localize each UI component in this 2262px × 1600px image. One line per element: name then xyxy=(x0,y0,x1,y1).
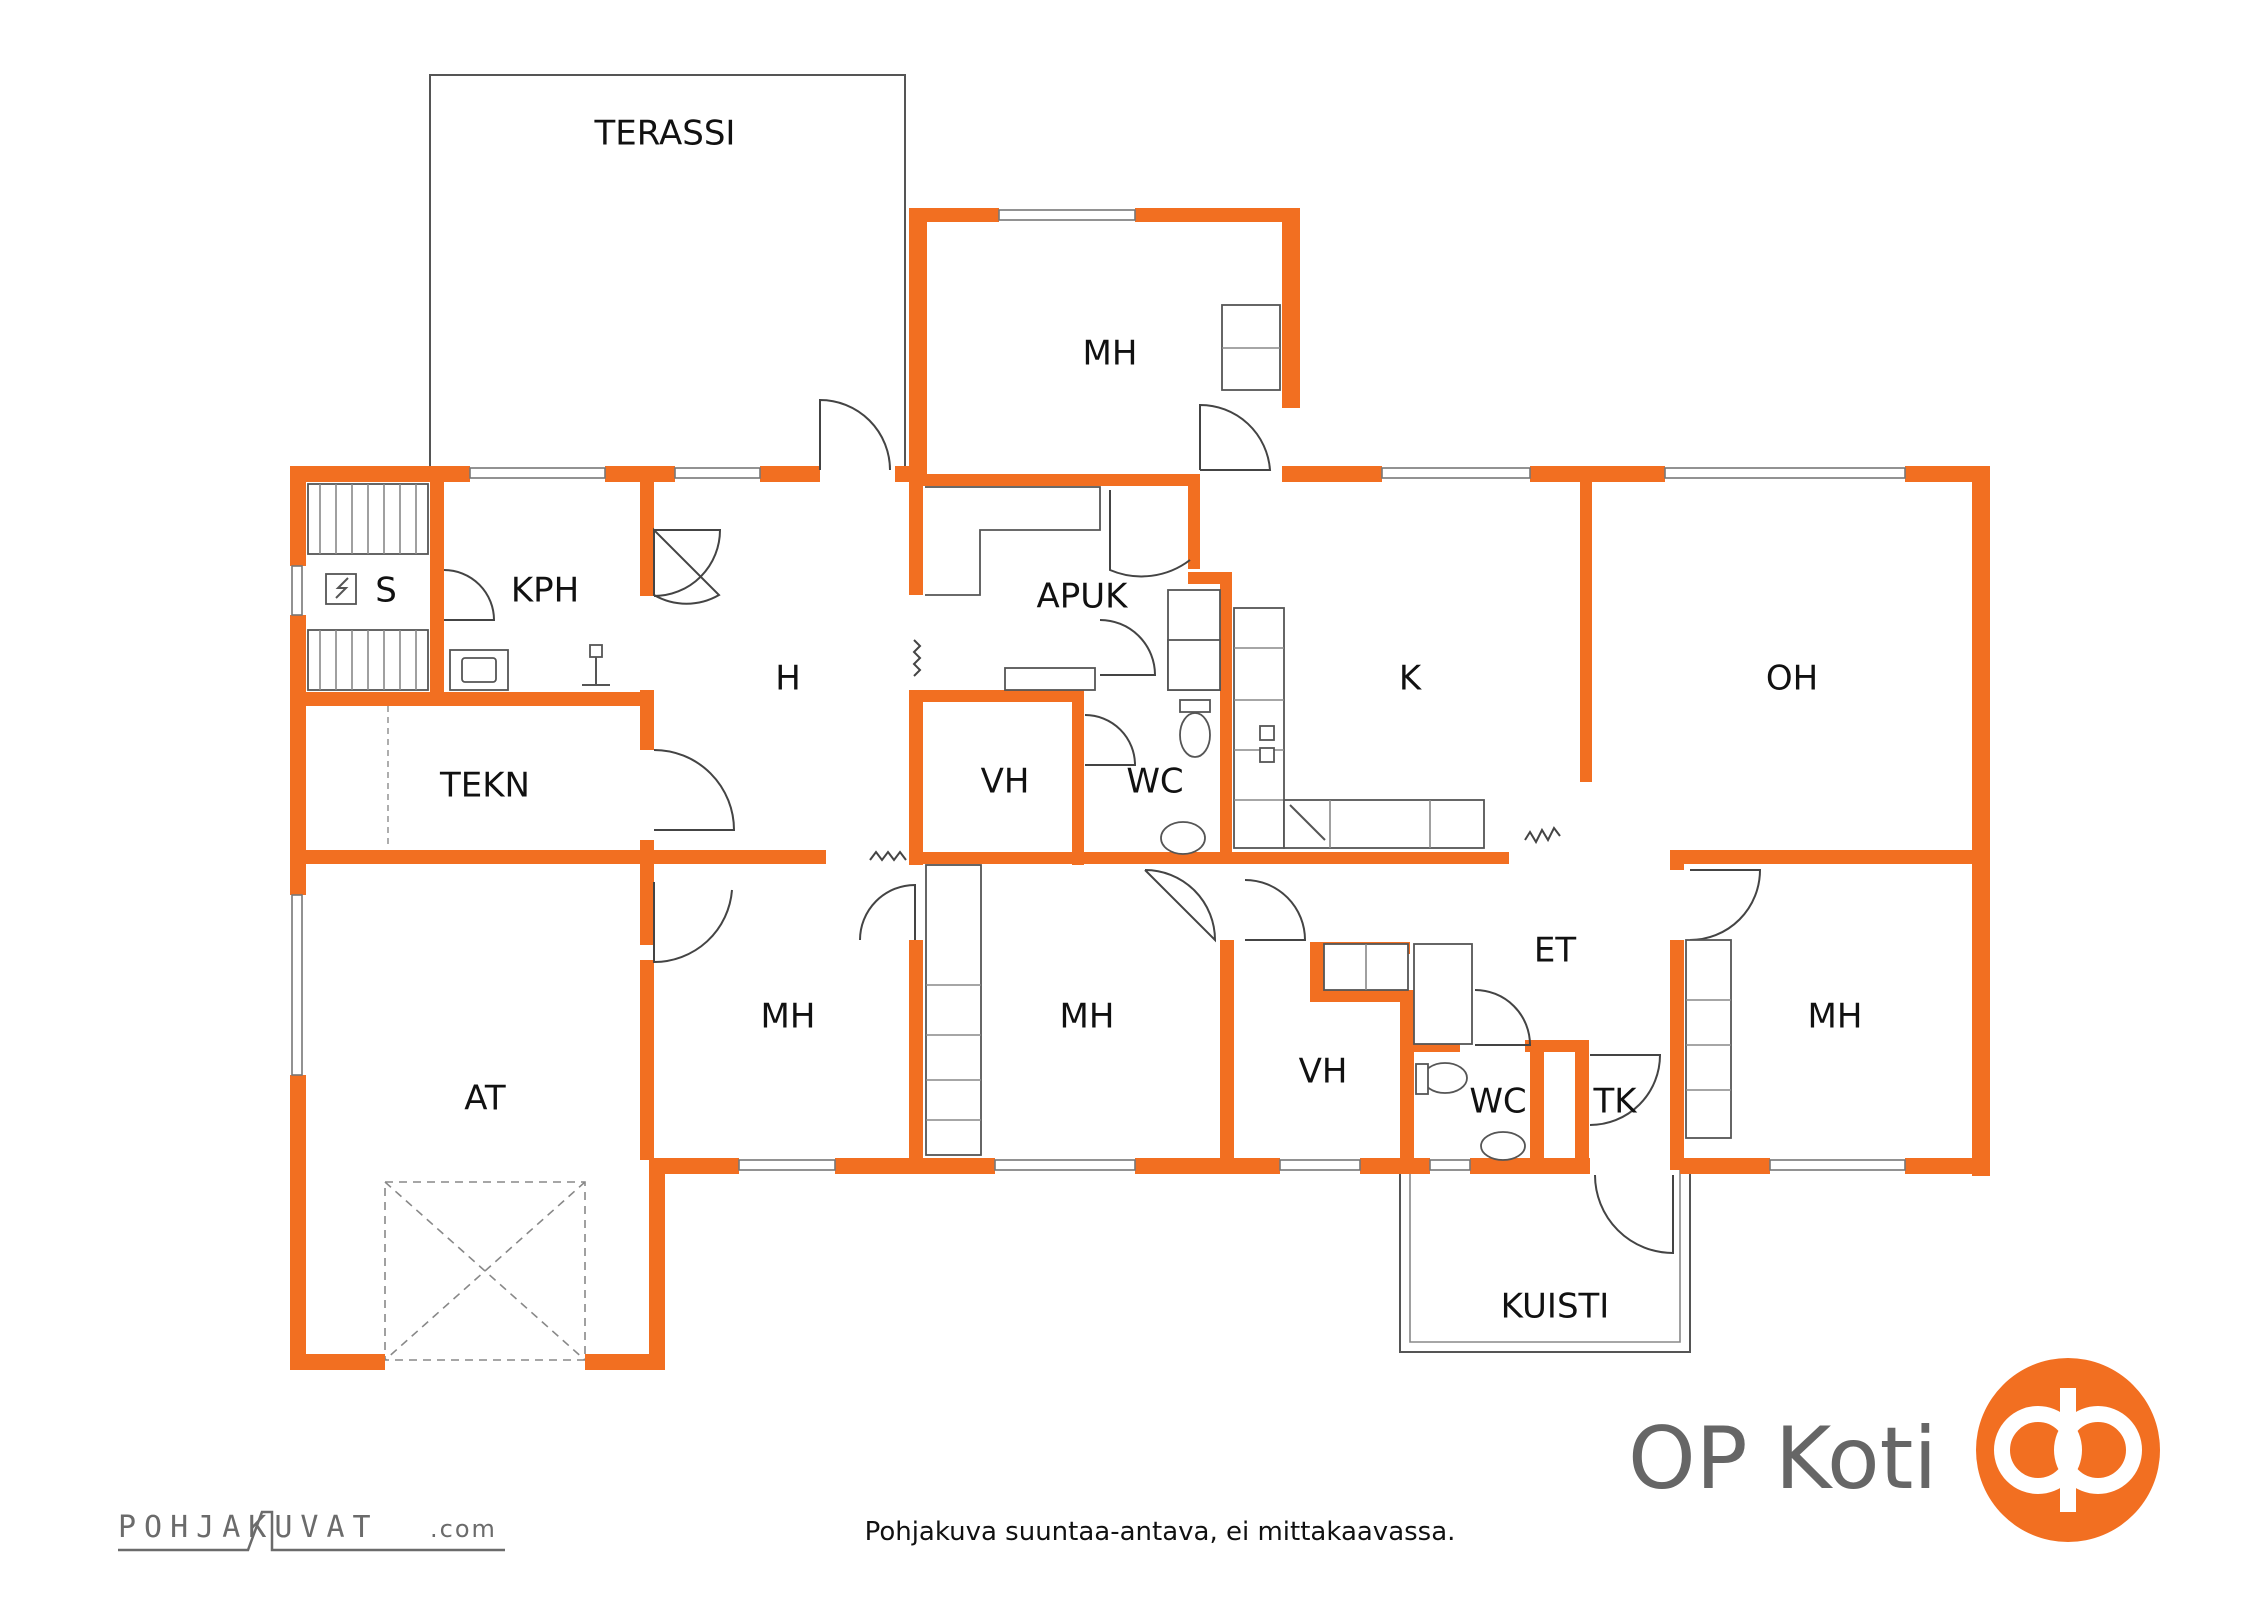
room-label-apuk: APUK xyxy=(1037,577,1130,617)
room-label-vh-left: VH xyxy=(981,762,1030,802)
room-label-wc-left: WC xyxy=(1126,762,1183,802)
brand-name: OP Koti xyxy=(1628,1409,1937,1509)
room-labels: TERASSI MH KPH S APUK H K OH TEKN VH WC … xyxy=(375,114,1862,1327)
room-label-kuisti: KUISTI xyxy=(1501,1287,1610,1327)
room-label-oh: OH xyxy=(1766,659,1818,699)
windows xyxy=(291,209,1906,1171)
room-label-tekn: TEKN xyxy=(439,766,530,806)
room-label-mh-right: MH xyxy=(1808,997,1863,1037)
sauna-stove-icon xyxy=(325,573,357,605)
disclaimer-note: Pohjakuva suuntaa-antava, ei mittakaavas… xyxy=(865,1517,1456,1547)
terrace xyxy=(429,74,906,468)
room-label-at: AT xyxy=(464,1079,506,1119)
room-label-mh-left: MH xyxy=(761,997,816,1037)
op-logo xyxy=(1976,1358,2160,1542)
room-label-mh-top: MH xyxy=(1083,334,1138,374)
pohjakuvat-domain: .com xyxy=(430,1515,497,1543)
room-label-wc-right: WC xyxy=(1469,1082,1526,1122)
room-label-k: K xyxy=(1399,659,1423,699)
fixtures xyxy=(307,304,1732,1161)
room-label-terassi: TERASSI xyxy=(594,114,736,154)
walls xyxy=(290,208,1990,1370)
room-label-vh-right: VH xyxy=(1299,1052,1348,1092)
room-label-et: ET xyxy=(1534,931,1576,971)
garage-door-area xyxy=(384,1181,586,1361)
porch xyxy=(1399,1170,1691,1353)
room-label-sauna: S xyxy=(375,571,397,611)
room-label-mh-center: MH xyxy=(1060,997,1115,1037)
room-label-kph: KPH xyxy=(511,571,579,611)
pohjakuvat-text: POHJAKUVAT xyxy=(118,1510,379,1545)
pohjakuvat-logo: POHJAKUVAT .com xyxy=(118,1510,505,1552)
doors xyxy=(443,398,1762,1255)
room-label-h: H xyxy=(775,659,801,699)
room-label-tk: TK xyxy=(1592,1082,1638,1122)
